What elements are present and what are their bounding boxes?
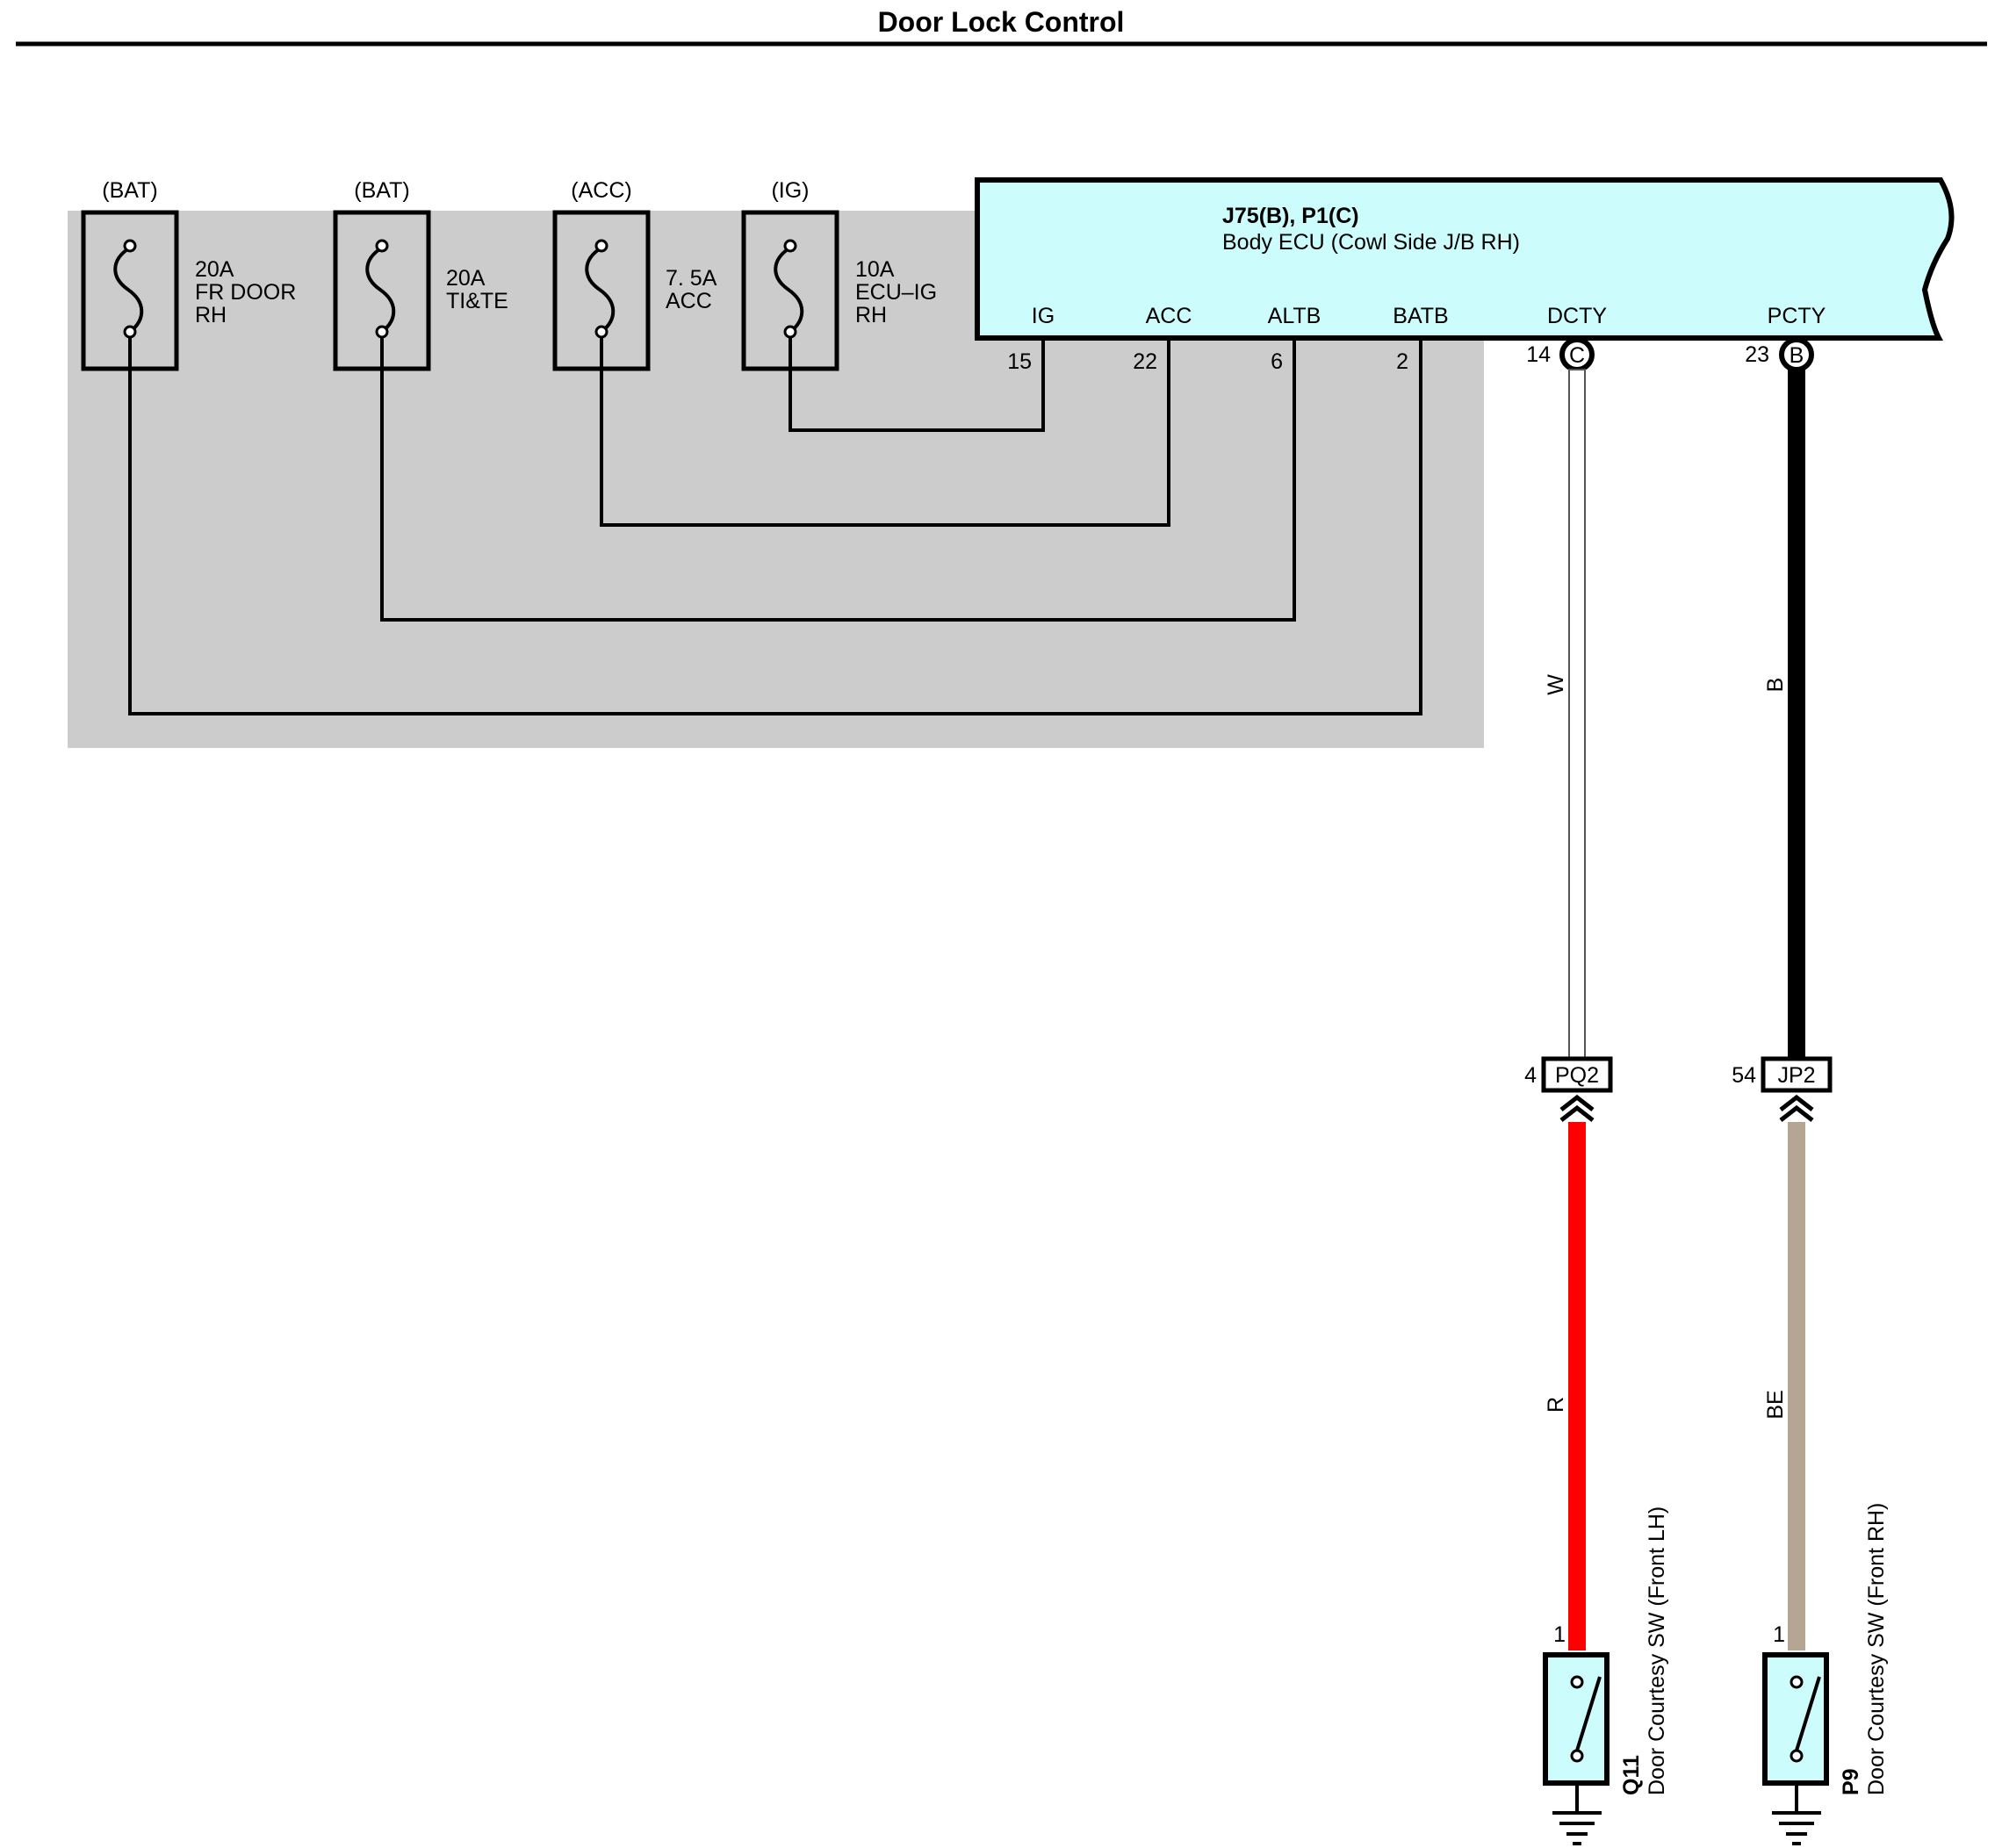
wire-label-r: R [1544,1397,1568,1413]
fuse-label-2-line-1: 20A [446,266,486,291]
fuse-label-2-line-2: TI&TE [446,289,508,313]
fuse-label-1-line-1: 20A [195,257,234,282]
junction-pq2-label: PQ2 [1555,1063,1599,1088]
fuse-label-4-line-3: RH [855,303,887,327]
ecu-box [975,177,1955,341]
ecu-pin-name-pcty: PCTY [1768,304,1826,328]
switch-p9-name: Door Courtesy SW (Front RH) [1864,1503,1889,1795]
wire-label-be: BE [1763,1390,1788,1419]
fuse-label-1-line-3: RH [195,303,227,327]
wire-acc [600,337,1170,527]
fuse-symbol-acc [585,246,616,334]
ecu-pin-number-altb: 6 [1271,349,1283,374]
wire-r [1568,1122,1586,1650]
fuse-symbols [113,246,804,334]
page-title: Door Lock Control [878,6,1125,38]
ecu-pin-name-ig: IG [1032,304,1055,328]
ecu-pin-number-pcty: 23 [1745,342,1769,367]
fuse-label-4-line-1: 10A [855,257,895,282]
ecu-pin-number-dcty: 14 [1526,342,1551,367]
junction-jp2-label: JP2 [1777,1063,1815,1088]
ecu-pin-number-batb: 2 [1396,349,1408,374]
switch-q11-contact-icon [1570,1675,1602,1763]
switch-q11-pin: 1 [1553,1622,1566,1647]
junction-jp2-pin: 54 [1732,1063,1756,1088]
ground-icon-p9 [1772,1783,1821,1845]
switch-q11-name: Door Courtesy SW (Front LH) [1645,1506,1669,1795]
fuse-symbol-ecu-ig [774,246,804,334]
ground-icon-q11 [1552,1783,1602,1845]
connector-marker-b-label: B [1790,343,1804,368]
switch-p9-pin: 1 [1773,1622,1785,1647]
switch-p9-body [1762,1652,1829,1786]
ecu-pin-name-dcty: DCTY [1547,304,1607,328]
ecu-connector-label: J75(B), P1(C) [1222,204,1359,228]
wire-altb [380,337,1296,622]
switch-q11-body [1543,1652,1610,1786]
switch-q11-id: Q11 [1619,1755,1644,1795]
junction-pq2-pin: 4 [1524,1063,1537,1088]
fuse-label-1-line-2: FR DOOR [195,280,296,305]
ecu-pin-number-acc: 22 [1133,349,1157,374]
ecu-pin-number-ig: 15 [1007,349,1032,374]
wire-label-b: B [1763,678,1788,693]
wire-b [1788,370,1805,1059]
wire-ig [789,337,1045,432]
connector-marker-c-label: C [1569,343,1585,368]
ecu-name: Body ECU (Cowl Side J/B RH) [1222,230,1520,255]
fuse-label-3-line-2: ACC [666,289,712,313]
switch-p9-contact-icon [1790,1675,1821,1763]
junction-pq2 [1541,1056,1613,1093]
wire-be [1788,1122,1805,1650]
ecu-pin-name-acc: ACC [1146,304,1192,328]
wire-w [1568,369,1586,1060]
fuse-symbol-fr-door [113,246,144,334]
fuse-supply-3: (ACC) [571,178,631,203]
chevron-icon-jp2 [1779,1094,1814,1122]
chevron-icon-pq2 [1559,1094,1595,1122]
junction-jp2 [1761,1056,1833,1093]
ecu-pin-name-altb: ALTB [1268,304,1321,328]
fuse-supply-2: (BAT) [354,178,409,203]
switch-p9-id: P9 [1839,1768,1863,1795]
fuse-supply-1: (BAT) [102,178,157,203]
power-wires [128,337,1422,715]
ecu-pin-name-batb: BATB [1393,304,1448,328]
wire-label-w: W [1544,674,1568,695]
fuse-label-3-line-1: 7. 5A [666,266,717,291]
fuse-supply-4: (IG) [771,178,809,203]
fuse-label-4-line-2: ECU–IG [855,280,937,305]
wire-batb [128,337,1422,715]
fuse-symbol-tite [365,246,396,334]
